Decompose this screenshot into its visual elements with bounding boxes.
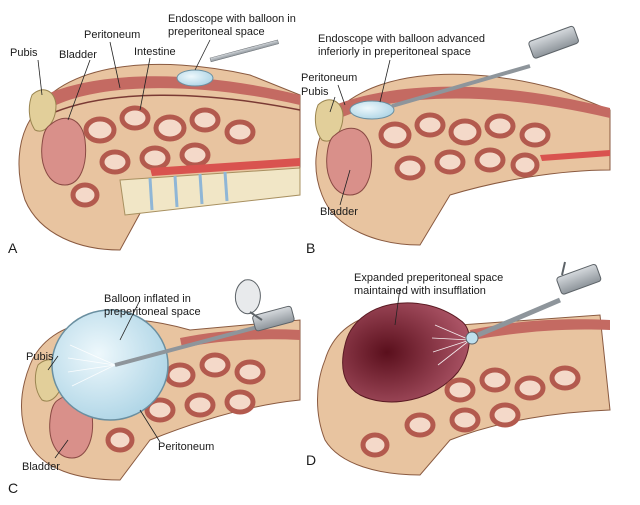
- panel-b-label-pubis: Pubis: [301, 86, 329, 99]
- panel-b-bladder: [327, 128, 372, 195]
- panel-a-endoscope-shaft: [210, 40, 279, 62]
- panel-c-label-bladder: Bladder: [22, 461, 60, 474]
- panel-a-label-pubis: Pubis: [10, 47, 38, 60]
- panel-a-label-intestine: Intestine: [134, 46, 176, 59]
- panel-c-label-balloon-1: Balloon inflated in: [104, 293, 191, 306]
- panel-d-label-expanded-1: Expanded preperitoneal space: [354, 272, 503, 285]
- panel-b-endoscope-handle: [528, 26, 579, 59]
- panel-a: [19, 40, 300, 250]
- panel-a-letter: A: [8, 240, 17, 256]
- panel-a-label-peritoneum: Peritoneum: [84, 29, 140, 42]
- panel-c-inflation-bulb: [235, 280, 260, 314]
- panel-c-letter: C: [8, 480, 18, 496]
- panel-a-balloon: [177, 70, 213, 86]
- panel-d-trocar-tip: [466, 332, 478, 344]
- panel-b-label-endoscope-1: Endoscope with balloon advanced: [318, 33, 485, 46]
- panel-b-label-endoscope-2: inferiorly in preperitoneal space: [318, 46, 471, 59]
- panel-d-letter: D: [306, 452, 316, 468]
- panel-c-label-peritoneum: Peritoneum: [158, 441, 214, 454]
- panel-c-inflated-balloon: [52, 310, 168, 420]
- panel-b-balloon: [350, 101, 394, 119]
- panel-b-label-bladder: Bladder: [320, 206, 358, 219]
- panel-b-label-peritoneum: Peritoneum: [301, 72, 357, 85]
- panel-b-letter: B: [306, 240, 315, 256]
- panel-a-label-endoscope-1: Endoscope with balloon in: [168, 13, 296, 26]
- panel-c-label-balloon-2: preperitoneal space: [104, 306, 201, 319]
- panel-d-label-expanded-2: maintained with insufflation: [354, 285, 486, 298]
- panel-a-bladder: [42, 118, 86, 185]
- panel-a-label-endoscope-2: preperitoneal space: [168, 26, 265, 39]
- panel-c-label-pubis: Pubis: [26, 351, 54, 364]
- panel-a-label-bladder: Bladder: [59, 49, 97, 62]
- panel-d-insufflation-tube: [562, 262, 565, 275]
